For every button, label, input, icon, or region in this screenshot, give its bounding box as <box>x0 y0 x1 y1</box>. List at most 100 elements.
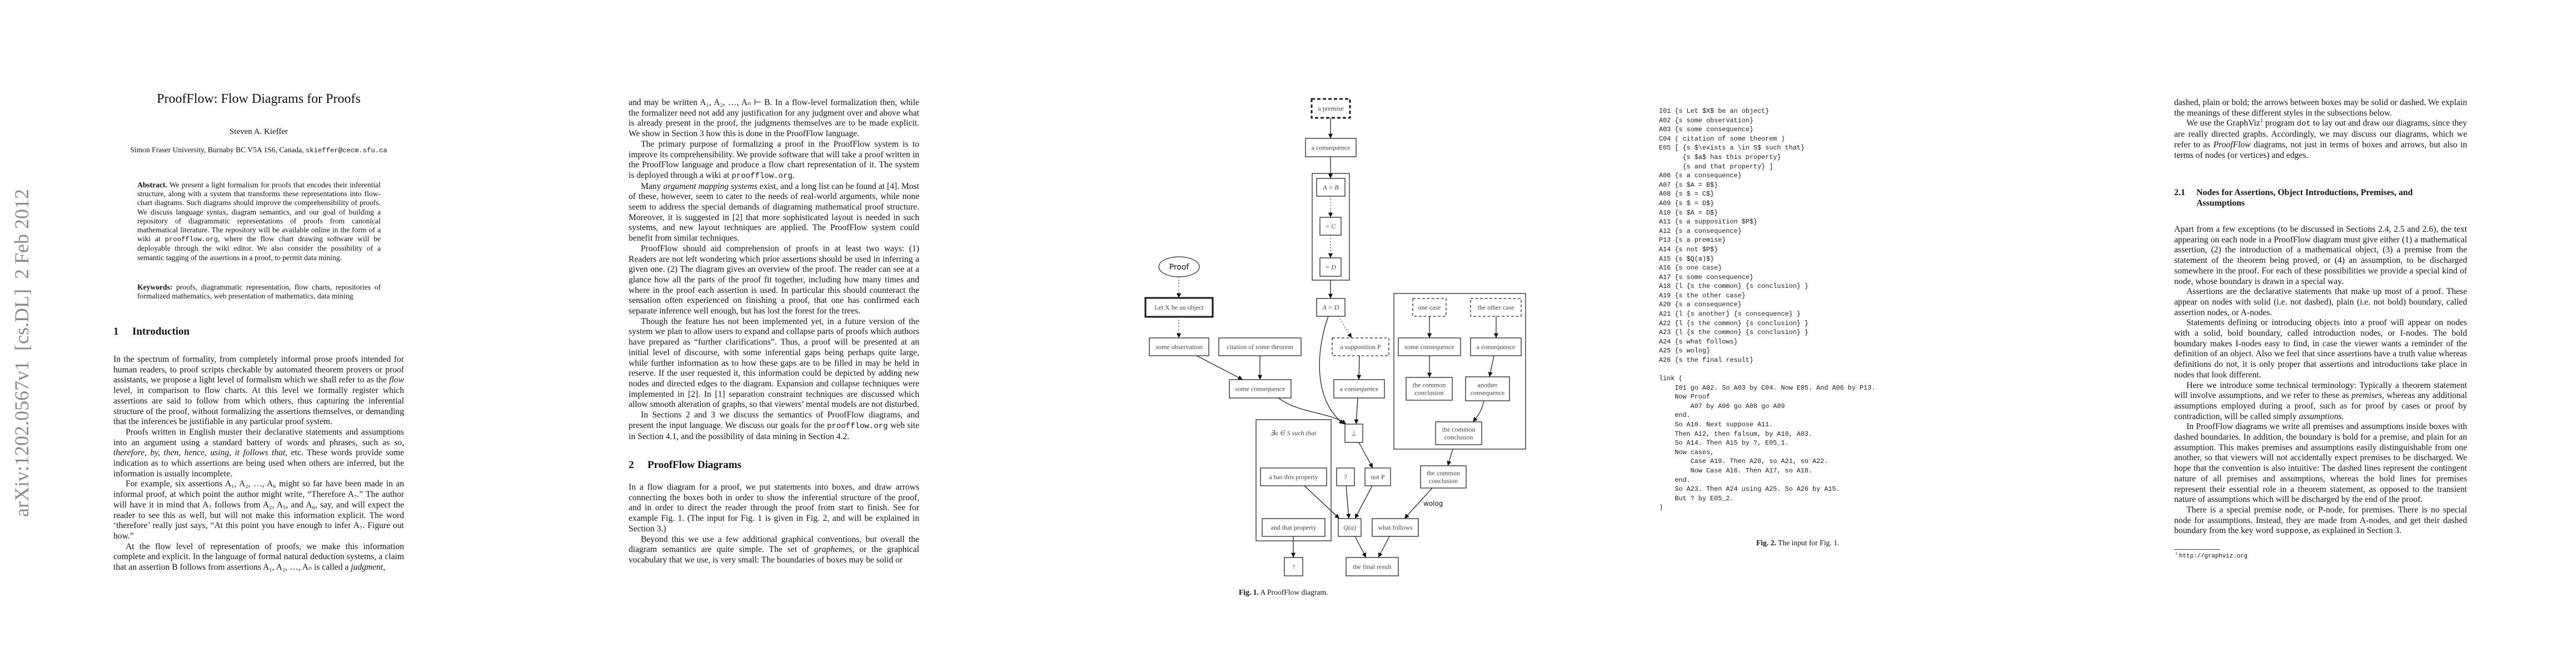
diagram-node-another <box>1465 376 1510 401</box>
text-run: Assertions are the declarative statement… <box>2174 287 2467 317</box>
text-run: . <box>792 170 795 180</box>
caption-label: Fig. 1. <box>1239 588 1259 596</box>
node-label: a consequence <box>1477 343 1516 351</box>
text-run: so, therefore, by, then, hence, using, i… <box>113 437 404 458</box>
paragraph: At the flow level of representation of p… <box>113 542 404 573</box>
text-run: Apart from a few exceptions (to be discu… <box>2174 225 2467 286</box>
node-label: the common <box>1413 381 1446 389</box>
text-run: assumptions <box>2299 411 2342 421</box>
code-line: A11 {s a supposition $P$} <box>1659 218 1757 226</box>
code-line: A10 {s $A = D$} <box>1659 208 1718 217</box>
code-line: A06 {s a consequence} <box>1659 172 1742 180</box>
diagram-node-mcons <box>1333 379 1385 399</box>
node-label: the common <box>1442 426 1476 434</box>
code-line: A20 {s a consequence} <box>1659 301 1742 309</box>
node-label: ? <box>1292 563 1295 571</box>
diagram-node-final <box>1346 557 1399 576</box>
text-run: Though the feature has not been implemen… <box>629 316 919 410</box>
text-run: Keywords: <box>137 283 173 291</box>
code-line: A07 by A06 go A08 go A09 <box>1659 402 1785 410</box>
diagram-node-c <box>1319 217 1342 236</box>
paragraph: In a flow diagram for a proof, we put st… <box>629 482 919 535</box>
code-line: ) <box>1659 504 1663 512</box>
node-label: Proof <box>1169 263 1190 272</box>
node-label: the common <box>1427 469 1460 477</box>
paragraph: In ProofFlow diagrams we write all premi… <box>2174 422 2467 505</box>
text-run: In Sections 2 and 3 we discuss the seman… <box>629 410 919 430</box>
diagram-node-letx <box>1144 297 1214 318</box>
section-title: ProofFlow Diagrams <box>647 459 742 471</box>
paragraph: There is a special premise node, or P-no… <box>2174 505 2467 537</box>
diagram-node-onecase <box>1412 298 1447 317</box>
code-line: A15 {s $Q(a)$} <box>1659 255 1715 263</box>
diagram-node-follows <box>1372 518 1419 537</box>
cluster-label: ∃a ∈ S such that <box>1270 429 1317 437</box>
code-line: A19 {s the other case} <box>1659 291 1746 300</box>
code-line: end. <box>1659 411 1691 420</box>
code-line: A23 {l {s the common} {s conclusion} } <box>1659 328 1809 337</box>
author-email: skieffer@cecm.sfu.ca <box>305 147 387 155</box>
code-line: A22 {l {s the common} {s conclusion} } <box>1659 319 1809 327</box>
paragraph: Beyond this we use a few additional grap… <box>629 535 919 566</box>
node-label: a has this property <box>1269 473 1318 481</box>
figure-2-caption: Fig. 2. The input for Fig. 1. <box>1756 539 1839 547</box>
section-title: Introduction <box>132 326 190 337</box>
text-run: Many <box>641 181 664 191</box>
text-run: and may be written A₁, A₂, …, Aₙ ⊢ B. In… <box>629 98 919 139</box>
paragraph: dashed, plain or bold; the arrows betwee… <box>2174 98 2467 118</box>
diagram-node-d <box>1319 257 1342 277</box>
node-label: and that property <box>1271 524 1317 531</box>
code-line: A17 {s some consequence} <box>1659 273 1753 281</box>
text-run: web site in Section 4.1, and the possibi… <box>629 420 919 441</box>
code-line: A02 {s some observation} <box>1659 116 1753 125</box>
subsection-number: 2.1 <box>2174 188 2185 197</box>
proof-start-node <box>1158 256 1200 277</box>
page4-body-top: dashed, plain or bold; the arrows betwee… <box>2174 98 2467 161</box>
text-run: , whereas any additional assumptions emp… <box>2174 391 2467 421</box>
paper-title: ProofFlow: Flow Diagrams for Proofs <box>157 92 361 106</box>
code-line: P13 {s a premise} <box>1659 236 1726 245</box>
edge-arrow <box>1354 397 1359 425</box>
diagram-node-ab <box>1316 178 1346 197</box>
code-line: A08 {s $ = C$} <box>1659 190 1715 198</box>
footnote-url[interactable]: http://graphviz.org <box>2179 553 2248 560</box>
diagram-node-thatprop <box>1262 518 1326 537</box>
diagram-node-hasprop <box>1260 467 1327 486</box>
text-run: proofflow.org <box>731 171 793 181</box>
code-line: A03 {s some consequence} <box>1659 126 1753 134</box>
text-run: The primary purpose of formalizing a pro… <box>629 139 919 180</box>
footnote: 1 http://graphviz.org <box>2175 551 2248 560</box>
text-run: dot <box>2296 120 2311 129</box>
node-label: citation of some theorem <box>1227 343 1293 351</box>
diagram-node-cc2 <box>1435 421 1482 445</box>
cluster-box <box>1393 293 1526 450</box>
text-run: to lay out and draw our diagrams, since … <box>2174 118 2467 150</box>
section-number: 2 <box>629 459 634 471</box>
paragraph: and may be written A₁, A₂, …, Aₙ ⊢ B. In… <box>629 98 919 140</box>
text-run: . <box>2341 411 2344 421</box>
footnote-rule <box>2174 549 2220 550</box>
text-run: In the spectrum of formality, from compl… <box>113 355 404 385</box>
paragraph: For example, six assertions A₁, A₂, …, A… <box>113 479 404 541</box>
text-run: proofflow.org <box>165 236 218 244</box>
paragraph: Many argument mapping systems exist, and… <box>629 182 919 244</box>
page2-body-top: and may be written A₁, A₂, …, Aₙ ⊢ B. In… <box>629 98 919 442</box>
code-line: A12 {s a consequence} <box>1659 227 1742 235</box>
diagram-node-cc3 <box>1420 465 1467 489</box>
paragraph: Proofs written in English muster their d… <box>113 427 404 480</box>
dotted-edge <box>1338 316 1352 339</box>
diagram-node-cons1 <box>1305 138 1357 157</box>
node-label: the final result <box>1353 563 1392 571</box>
node-label: one case <box>1418 303 1441 311</box>
code-line: C04 ( citation of some theorem ) <box>1659 135 1785 143</box>
figure-1-caption: Fig. 1. A ProofFlow diagram. <box>1239 588 1328 597</box>
code-line: {s and that property} ] <box>1659 162 1773 171</box>
code-line: E05 [ {s $\exists a \in S$ such that} <box>1659 144 1805 152</box>
affiliation-text: Simon Fraser University, Burnaby BC V5A … <box>130 146 306 154</box>
edge-label-wolog: wolog <box>1423 500 1443 507</box>
text-run: At the flow level of representation of p… <box>113 541 404 573</box>
paragraph: We use the GraphViz1 program dot to lay … <box>2174 118 2467 161</box>
text-run: Proofs written in English muster their d… <box>113 427 404 447</box>
text-run: , or the graphical vocabulary that we us… <box>629 545 919 565</box>
